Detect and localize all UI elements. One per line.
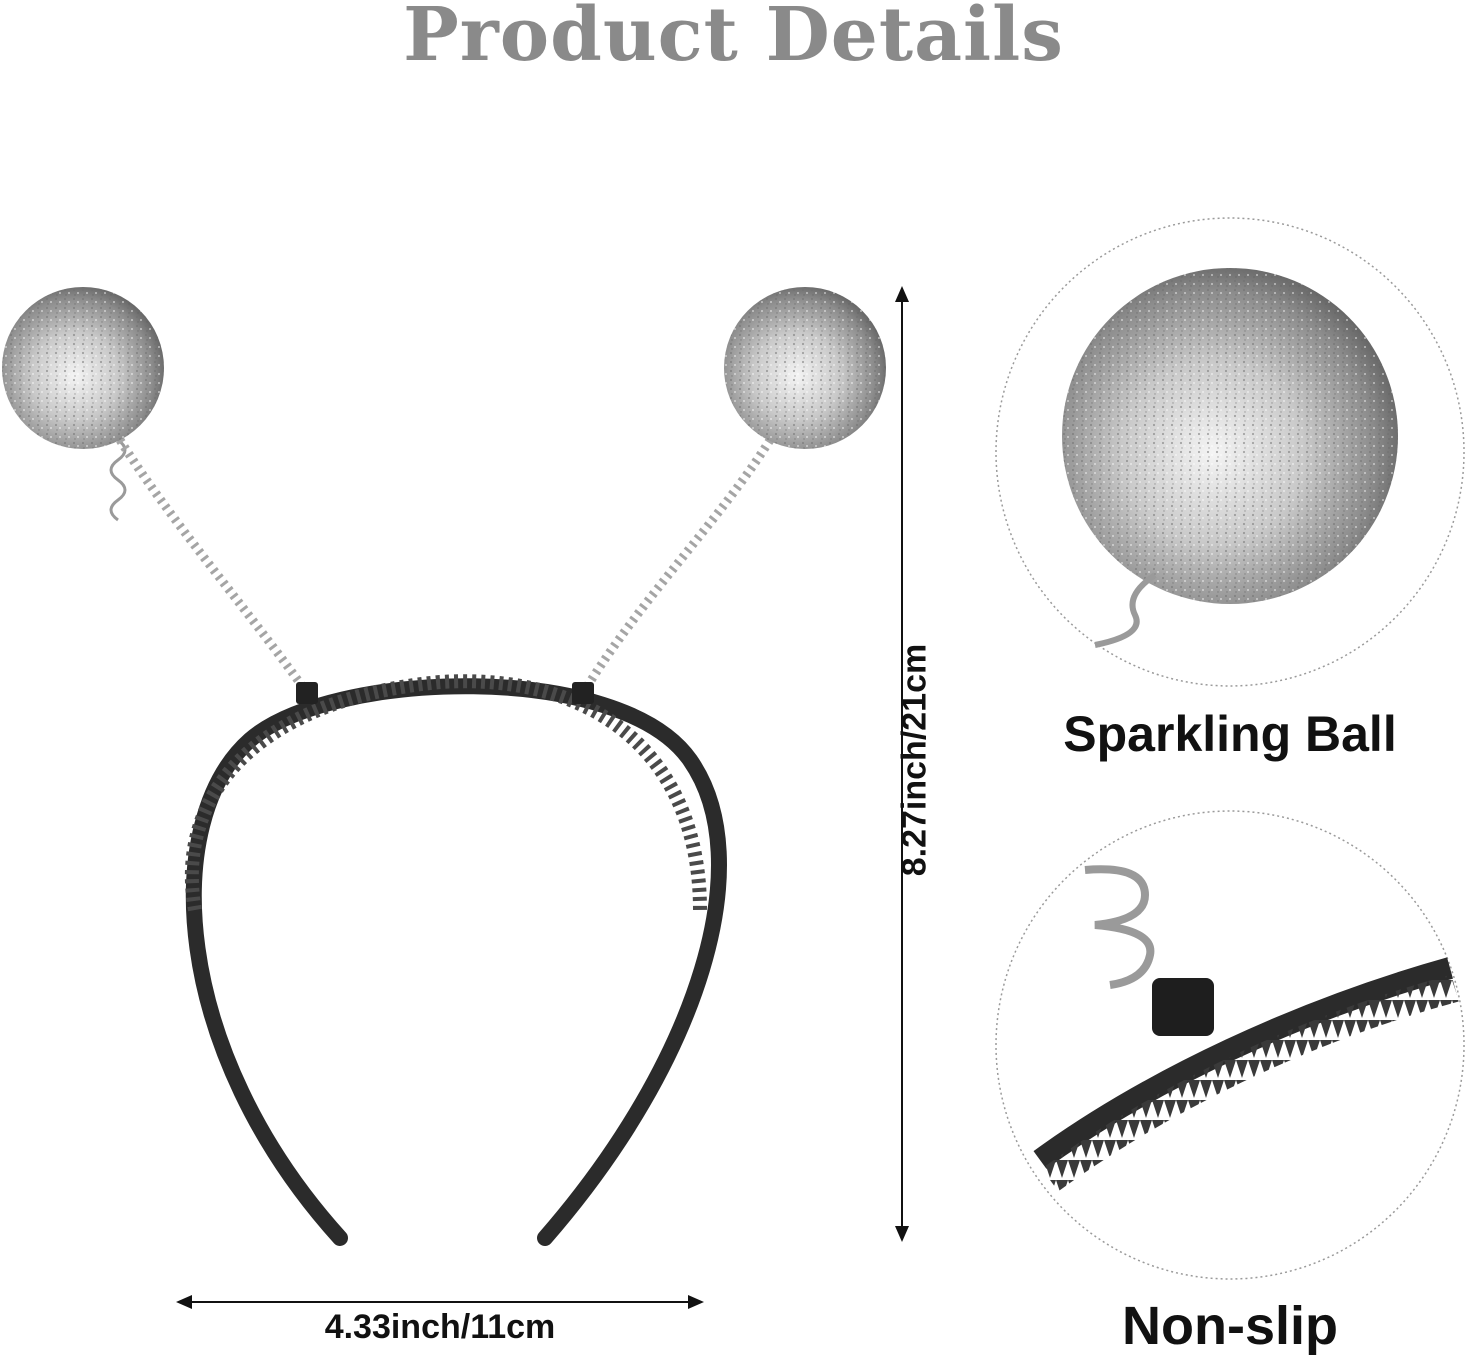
antenna-spring-left	[109, 437, 318, 704]
sparkling-ball-closeup	[995, 217, 1465, 687]
glitter-ball-right	[724, 287, 886, 449]
page-title: Product Details	[403, 0, 1064, 78]
non-slip-teeth-closeup	[995, 810, 1465, 1280]
width-dimension-label: 4.33inch/11cm	[324, 1308, 556, 1346]
width-dimension-arrow	[176, 1295, 704, 1309]
height-dimension-arrow	[895, 286, 909, 1242]
non-slip-caption: Non-slip	[1122, 1296, 1338, 1356]
headband	[184, 674, 727, 1246]
antenna-spring-right	[572, 437, 774, 704]
glitter-ball-left	[2, 287, 164, 449]
height-dimension-label: 8.27inch/21cm	[895, 643, 934, 877]
sparkling-ball-caption: Sparkling Ball	[1063, 706, 1397, 762]
